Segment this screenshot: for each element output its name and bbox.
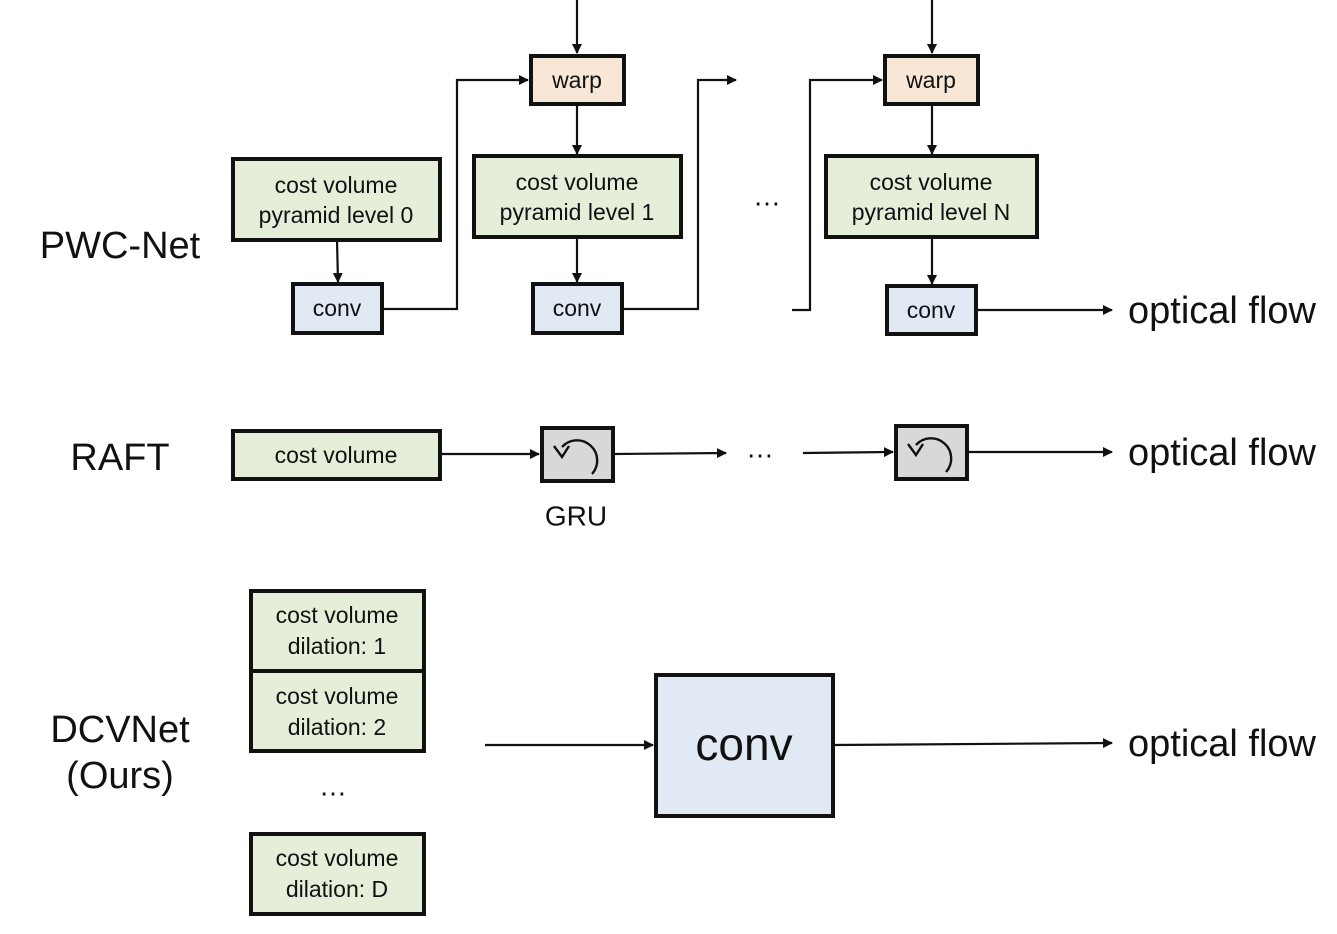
arrow-conv-to-output: [832, 738, 1113, 749]
raft-cost-volume: [231, 429, 442, 481]
row-label-ours: (Ours): [66, 755, 174, 797]
arrow-conv1-to-next: [622, 75, 737, 311]
conv-level-n-label: conv: [907, 297, 956, 323]
warp-level-1: [529, 54, 626, 106]
cost-volume-dilation-2-line1: cost volume: [276, 683, 399, 709]
recurrent-icon: [907, 437, 953, 473]
arrow-conv0-to-warp1: [382, 75, 529, 311]
row-label-pwcnet: PWC-Net: [40, 225, 201, 267]
pwcnet-ellipsis: …: [753, 180, 781, 211]
gru-block-1: [540, 426, 615, 483]
arrow-gru1-to-next: [612, 448, 727, 459]
arrow-prev-to-warpN: [792, 75, 883, 312]
cost-volume-level-n-line2: pyramid level N: [852, 199, 1011, 225]
cost-volume-level-0-line1: cost volume: [275, 172, 398, 198]
raft-row: cost volume GRU … optical flow: [231, 424, 1317, 531]
cost-volume-dilation-2-line2: dilation: 2: [288, 714, 386, 740]
conv-level-0-label: conv: [313, 295, 362, 321]
dcvnet-ellipsis: …: [319, 770, 347, 801]
arrow-prev-to-gruN: [802, 447, 894, 458]
cost-volume-level-1-line1: cost volume: [516, 169, 639, 195]
raft-output-label: optical flow: [1128, 432, 1317, 474]
cost-volume-level-n: [824, 154, 1039, 239]
cost-volume-level-1-line2: pyramid level 1: [500, 199, 655, 225]
warp-level-n: [883, 54, 980, 106]
dcvnet-conv-label: conv: [695, 718, 792, 770]
cost-volume-level-0-line2: pyramid level 0: [259, 202, 414, 228]
conv-level-1-label: conv: [553, 295, 602, 321]
cost-volume-level-0: [231, 157, 442, 242]
cost-volume-dilation-d-line1: cost volume: [276, 845, 399, 871]
pwcnet-output-label: optical flow: [1128, 290, 1317, 332]
dcvnet-row: cost volume dilation: 1 cost volume dila…: [249, 589, 1317, 916]
recurrent-icon: [553, 439, 599, 475]
gru-label: GRU: [545, 500, 607, 531]
warp-level-n-label: warp: [905, 67, 956, 93]
cost-volume-dilation-d: [249, 832, 426, 916]
cost-volume-level-n-line1: cost volume: [870, 169, 993, 195]
arrow-cv0-to-conv0: [332, 239, 343, 283]
pwcnet-row: cost volume pyramid level 0 conv warp co…: [231, 0, 1317, 336]
row-label-raft: RAFT: [70, 437, 169, 479]
cost-volume-dilation-d-line2: dilation: D: [286, 876, 388, 902]
conv-level-0: [291, 282, 384, 335]
cost-volume-dilation-2: [249, 669, 426, 753]
cost-volume-dilation-1: [249, 589, 426, 673]
cost-volume-dilation-1-line2: dilation: 1: [288, 633, 386, 659]
dcvnet-conv: [654, 673, 835, 818]
dcvnet-output-label: optical flow: [1128, 723, 1317, 765]
raft-ellipsis: …: [746, 432, 774, 463]
gru-block-n: [894, 424, 969, 481]
raft-cost-volume-label: cost volume: [275, 442, 398, 468]
row-label-dcvnet: DCVNet: [50, 709, 190, 751]
cost-volume-dilation-1-line1: cost volume: [276, 602, 399, 628]
warp-level-1-label: warp: [551, 67, 602, 93]
